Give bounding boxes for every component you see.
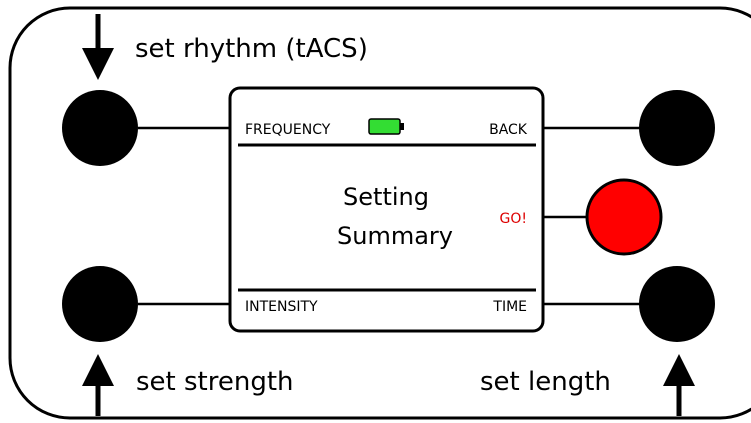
button-top-right[interactable] (639, 90, 715, 166)
go-button[interactable] (585, 178, 663, 256)
screen-time-label: TIME (492, 299, 527, 315)
button-bottom-left[interactable] (62, 266, 138, 342)
screen-intensity-label: INTENSITY (245, 299, 318, 315)
battery-icon (368, 118, 404, 135)
arrow-up-icon (82, 354, 114, 416)
arrow-up-icon (663, 354, 695, 416)
screen-title-line2: Summary (337, 222, 453, 250)
button-top-left[interactable] (62, 90, 138, 166)
screen (228, 86, 545, 333)
device-body (8, 6, 751, 420)
screen-back-label: BACK (489, 122, 528, 138)
label-set-length: set length (480, 367, 611, 397)
screen-frequency-label: FREQUENCY (245, 122, 331, 138)
label-set-rhythm: set rhythm (tACS) (135, 34, 368, 64)
screen-title-line1: Setting (343, 183, 429, 211)
label-set-strength: set strength (136, 367, 294, 397)
arrow-down-icon (82, 14, 114, 80)
screen-go-label: GO! (500, 211, 527, 227)
button-bottom-right[interactable] (639, 266, 715, 342)
